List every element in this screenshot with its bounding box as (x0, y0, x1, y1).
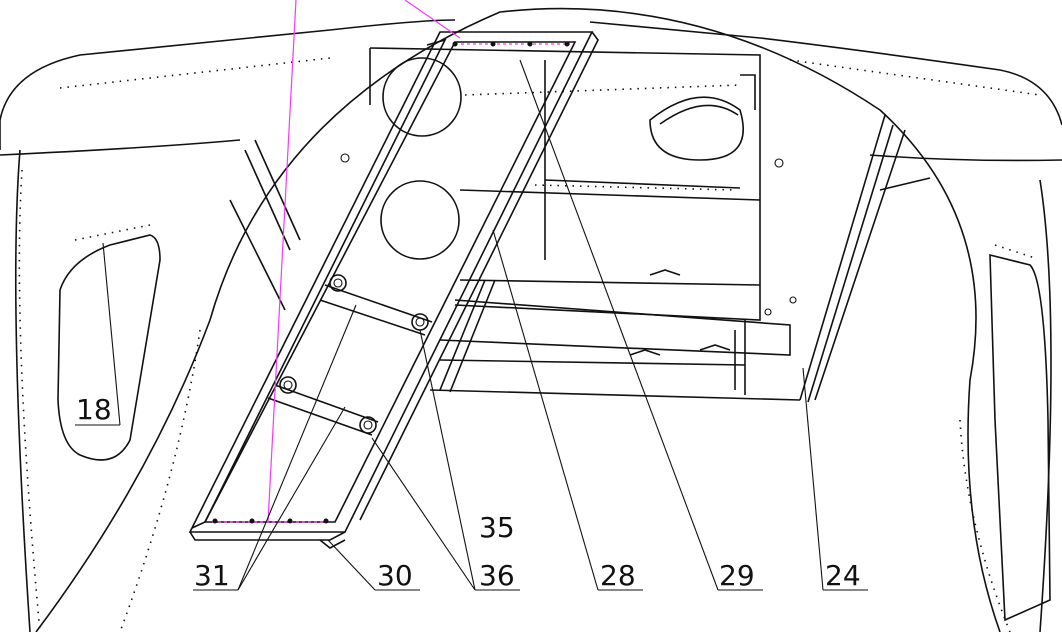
callout-28: 28 (600, 559, 636, 592)
right-diagonal-rail (799, 114, 931, 403)
callout-18: 18 (76, 393, 112, 426)
leader-28 (492, 229, 599, 591)
leader-36 (371, 437, 476, 591)
leader-18 (102, 242, 121, 426)
leader-31b (237, 406, 346, 591)
leader-29 (519, 59, 719, 591)
leader-35 (419, 329, 476, 591)
callout-36: 36 (479, 559, 515, 592)
callout-29: 29 (719, 559, 755, 592)
outer-body-outline (0, 19, 1062, 632)
callout-35: 35 (479, 511, 515, 544)
callout-24: 24 (825, 559, 861, 592)
left-window (57, 224, 161, 461)
marker-lines (212, 0, 570, 524)
callout-31: 31 (194, 559, 230, 592)
leader-31a (237, 304, 357, 591)
callout-labels: 18 31 30 35 36 28 29 24 (76, 393, 861, 592)
callout-30: 30 (377, 559, 413, 592)
leader-lines (75, 59, 868, 591)
leader-24 (802, 367, 824, 591)
leader-30 (327, 539, 376, 591)
left-diagonal-rail (229, 139, 301, 311)
cockpit-opening (35, 7, 1011, 632)
right-window (989, 244, 1051, 622)
inner-bay (340, 47, 801, 401)
